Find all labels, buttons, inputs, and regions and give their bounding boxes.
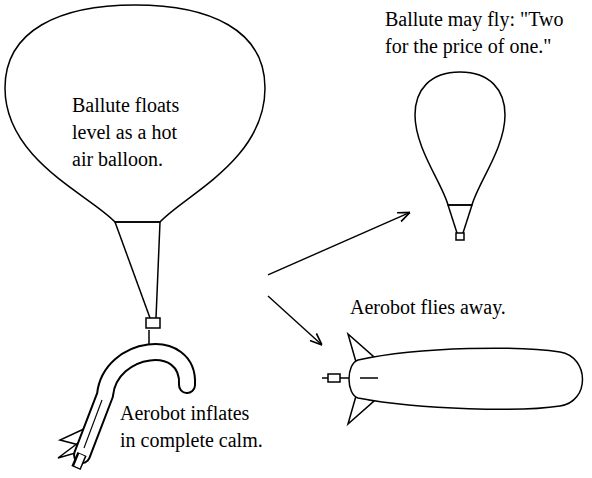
ballute-balloon: Ballute floats level as a hot air balloo…: [0, 0, 268, 330]
suspension-line: [156, 222, 160, 318]
free-ballute: Ballute may fly: "Two for the price of o…: [410, 68, 514, 244]
gondola-rod: [84, 400, 102, 448]
arrow-connector: [268, 296, 322, 345]
payload-ring: [456, 233, 464, 240]
arrow-connector: [268, 212, 410, 275]
node-heading: Aerobot flies away.: [350, 294, 550, 321]
suspension-line: [115, 222, 150, 318]
suspension-line: [448, 205, 457, 233]
nozzle-outline: [76, 454, 82, 468]
hull-seam: [360, 377, 378, 379]
balloon-envelope: [5, 5, 265, 222]
node-heading: Ballute may fly: "Two for the price of o…: [385, 6, 580, 60]
balloon-envelope: [415, 72, 505, 205]
airship-hull: [349, 348, 583, 409]
payload-ring: [146, 318, 160, 328]
nozzle: [77, 455, 82, 467]
aerobot-airship: Aerobot flies away.: [322, 330, 588, 430]
node-text: Aerobot inflates in complete calm.: [120, 400, 266, 454]
envelope-mouth: [115, 221, 160, 223]
probe-body: [328, 374, 340, 382]
node-outline: [410, 68, 514, 244]
node-outline: [322, 330, 588, 430]
node-text: Ballute floats level as a hot air balloo…: [72, 92, 197, 173]
aerobot-inflating: Aerobot inflates in complete calm.: [40, 330, 275, 470]
suspension-line: [463, 205, 472, 233]
envelope-mouth: [448, 204, 472, 206]
